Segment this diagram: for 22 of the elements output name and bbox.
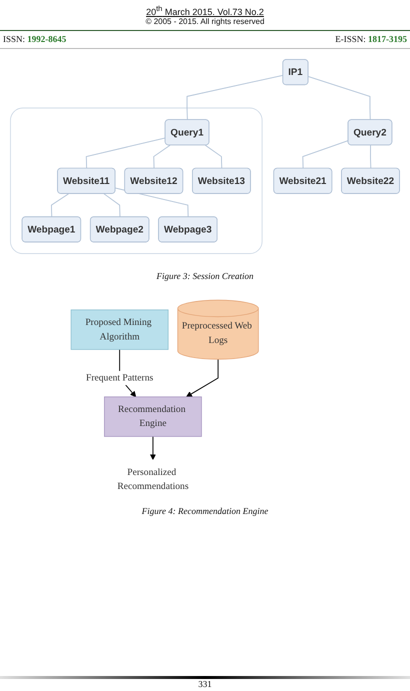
issn-text: ISSN: 1992-8645 — [3, 35, 66, 45]
figure-caption: Figure 4: Recommendation Engine — [142, 507, 268, 518]
connector — [86, 137, 166, 169]
figure-caption: Figure 3: Session Creation — [156, 272, 254, 282]
node-text: Personalized Recommendations — [117, 467, 189, 492]
issue-date: 20$^{th}$ March 2015. Vol.73 No.2 — [146, 5, 264, 18]
connector — [308, 76, 371, 120]
connector — [302, 140, 349, 169]
page-number: 331 — [198, 680, 212, 690]
arrow — [186, 358, 219, 398]
arrow — [150, 436, 156, 460]
connector — [204, 144, 222, 169]
node-box: Proposed Mining Algorithm — [70, 310, 169, 350]
edge-label: Frequent Patterns — [86, 372, 154, 384]
connector — [186, 74, 284, 120]
copyright-notice: © 2005 - 2015. All rights reserved — [146, 18, 264, 27]
node-box: Recommendation Engine — [104, 396, 202, 437]
cluster — [10, 108, 262, 254]
connector — [50, 193, 69, 218]
issn-text: E-ISSN: 1817-3195 — [335, 35, 407, 45]
connector — [370, 144, 372, 169]
connector — [104, 193, 120, 218]
